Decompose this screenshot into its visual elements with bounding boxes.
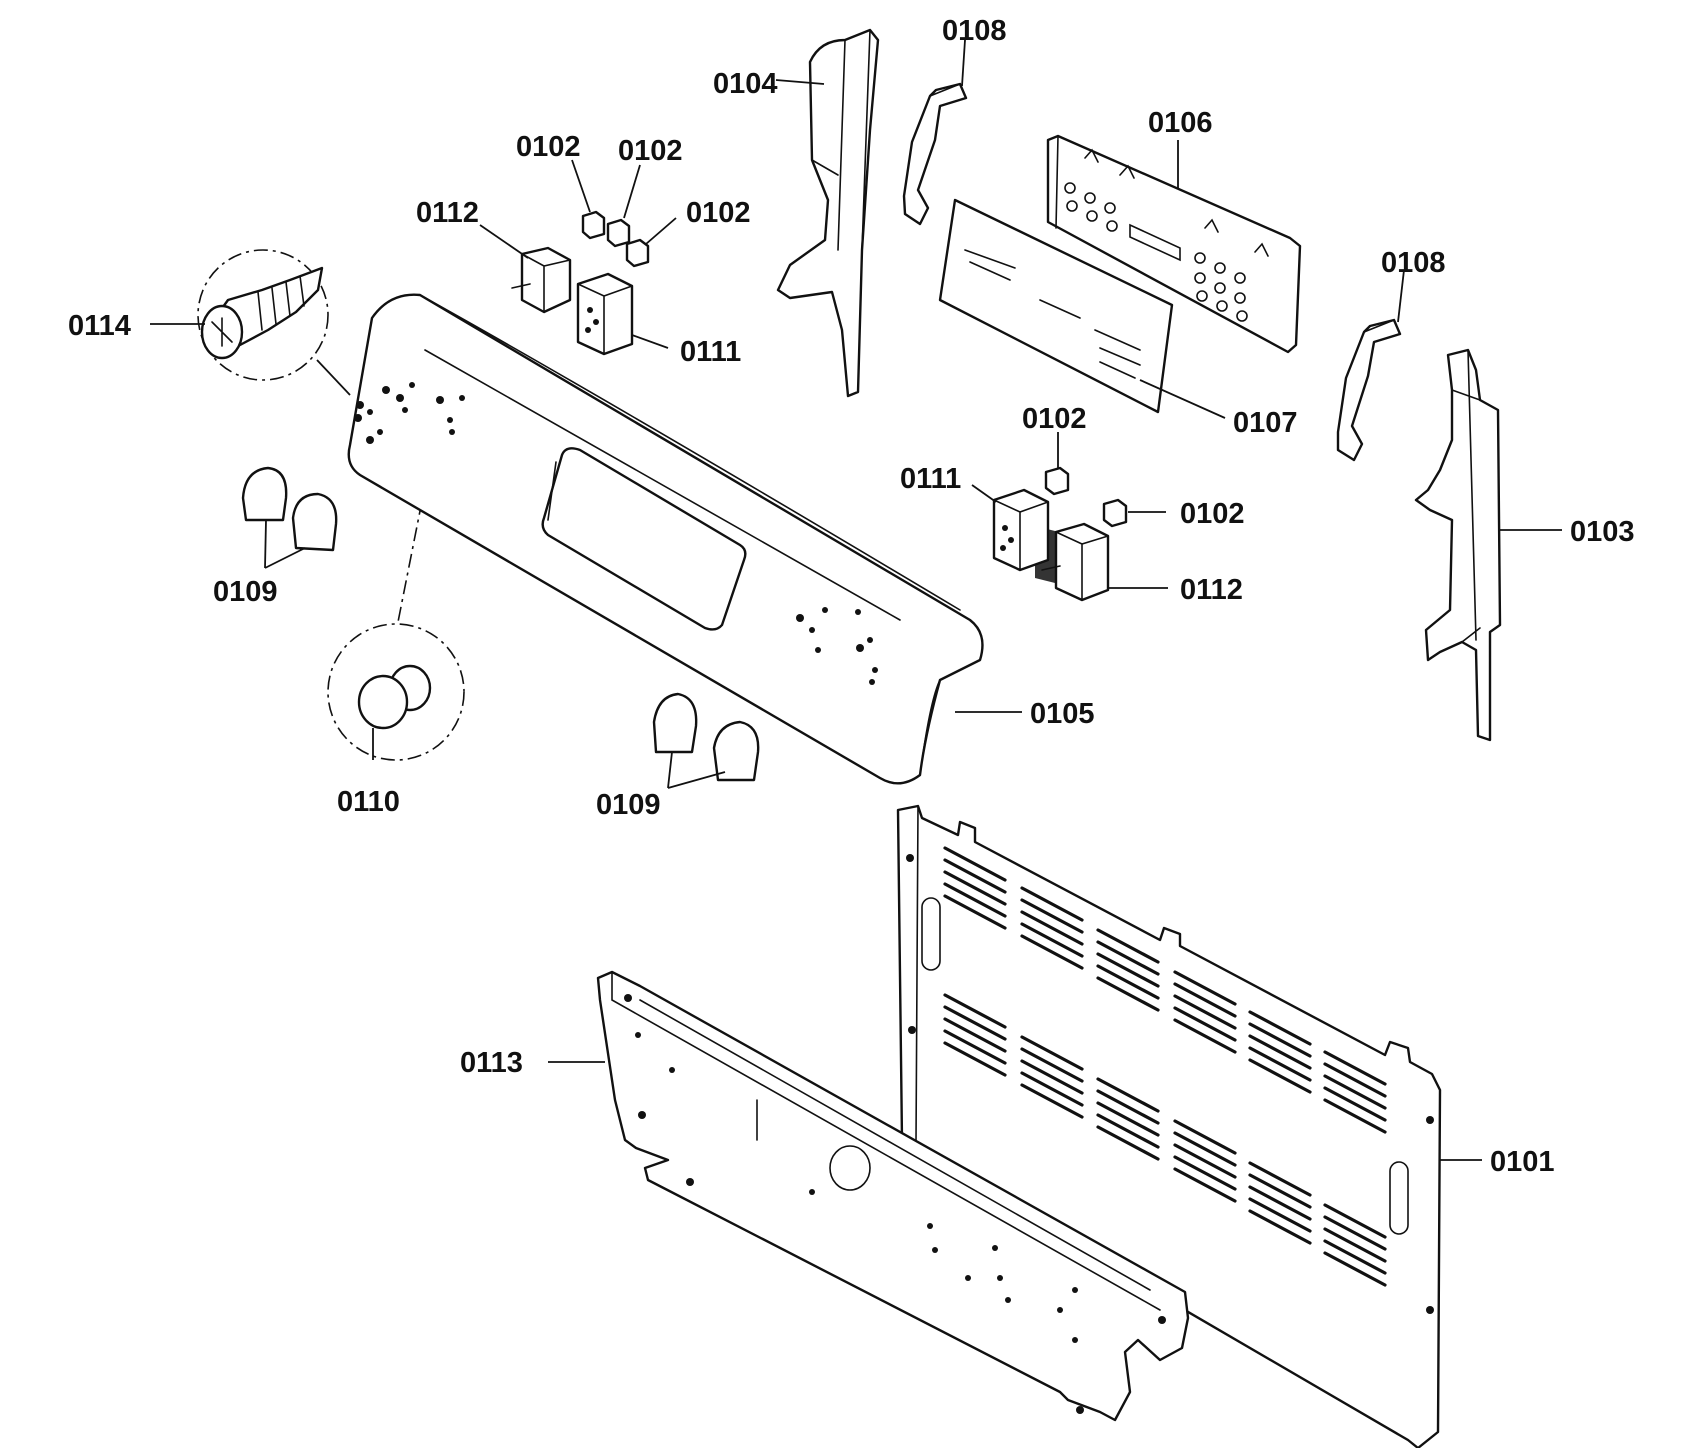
knob-detail-circle	[327, 623, 465, 761]
panel-vents	[943, 846, 1387, 1287]
label-0113: 0113	[460, 1047, 523, 1079]
switch-0111-middle	[971, 484, 1050, 572]
bracket-0103	[1414, 348, 1562, 742]
label-0110: 0110	[337, 786, 400, 818]
label-0107: 0107	[1233, 407, 1298, 439]
console-0105	[347, 293, 1022, 785]
label-0112-top: 0112	[416, 197, 479, 229]
clamp-0108-top	[902, 39, 968, 226]
label-0102-top-b: 0102	[618, 135, 683, 167]
label-0103: 0103	[1570, 516, 1635, 548]
panel-slot-right	[1389, 1161, 1409, 1235]
label-0109-left: 0109	[213, 576, 278, 608]
label-0102-top-c: 0102	[686, 197, 751, 229]
label-0108-top: 0108	[942, 15, 1007, 47]
rear-panel-0101	[896, 804, 1482, 1448]
lower-panel-hole	[829, 1145, 871, 1191]
label-0104: 0104	[713, 68, 778, 100]
label-0106: 0106	[1148, 107, 1213, 139]
label-0102-middle-b: 0102	[1180, 498, 1245, 530]
switch-0111-top	[576, 272, 669, 356]
clips-0102-middle	[1044, 432, 1166, 528]
switch-0112-top	[479, 224, 572, 314]
screw-0114	[197, 249, 351, 396]
clamp-0108-right	[1336, 269, 1405, 462]
label-0111-top: 0111	[680, 336, 741, 368]
label-0108-right: 0108	[1381, 247, 1446, 279]
label-0114: 0114	[68, 310, 131, 342]
label-0109-center: 0109	[596, 789, 661, 821]
label-0112-middle: 0112	[1180, 574, 1243, 606]
label-0102-top-a: 0102	[516, 131, 581, 163]
switch-0112-middle	[1041, 522, 1168, 602]
knob-0110	[327, 394, 465, 761]
knobs-0109-left	[241, 466, 338, 569]
knobs-0109-center	[652, 692, 760, 789]
clips-0102-top	[571, 159, 677, 268]
bracket-0104	[775, 28, 880, 398]
panel-slot-left	[921, 897, 941, 971]
label-0102-middle-a: 0102	[1022, 403, 1087, 435]
label-0111-middle: 0111	[900, 463, 961, 495]
label-0101: 0101	[1490, 1146, 1555, 1178]
screw-detail-circle	[197, 249, 329, 381]
lower-panel-0113	[548, 970, 1190, 1422]
label-0105: 0105	[1030, 698, 1095, 730]
control-board-0106	[1046, 134, 1302, 354]
part-labels: 0114 0109 0110 0109 0112 0102 0102 0102 …	[68, 15, 1635, 1178]
